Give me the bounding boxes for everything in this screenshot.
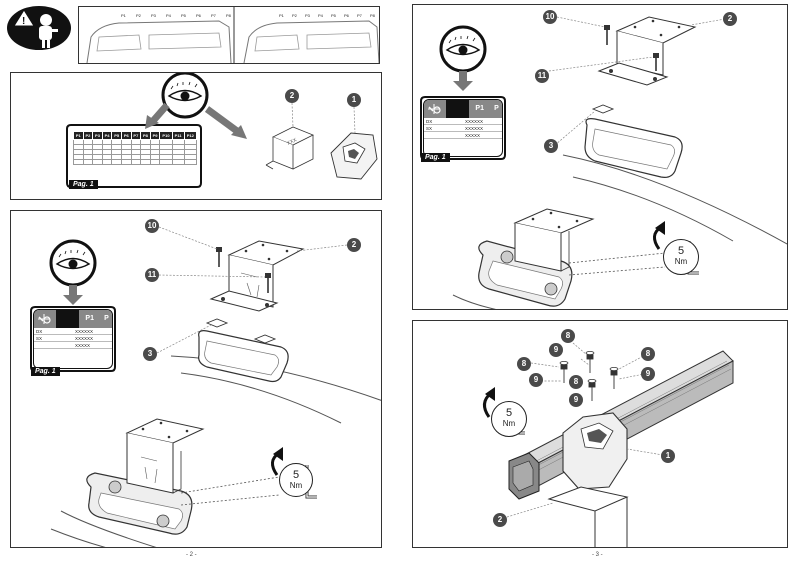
- callout-number: 11: [535, 69, 549, 83]
- callout-number: 8: [569, 375, 583, 389]
- card-cell: SX: [426, 126, 433, 131]
- callout-number: 8: [641, 347, 655, 361]
- vehicle-strip: P1 P2 P3 P4 P5 P6 P7 P8 P1 P2 P3 P4 P5 P…: [78, 6, 380, 64]
- card-cell: DX: [426, 119, 433, 124]
- page-reference-tag: Pag. 1: [31, 367, 60, 376]
- card-icon-cell: [428, 100, 469, 118]
- vehicle-label: P5: [331, 13, 336, 18]
- callout-number: 1: [661, 449, 675, 463]
- torque-unit: Nm: [674, 257, 688, 266]
- vehicle-position-card: P1 P DX XXXXXX SX XXXXXX XXXXX: [423, 99, 503, 157]
- card-icon-cell: [38, 310, 79, 328]
- table-header: P1: [73, 131, 84, 140]
- callout-number: 9: [549, 343, 563, 357]
- card-header: P1: [78, 310, 101, 328]
- right-top-panel: P1 P DX XXXXXX SX XXXXXX XXXXX Pag. 1 10…: [412, 4, 788, 310]
- callout-number: 8: [561, 329, 575, 343]
- table-header: P4: [101, 131, 113, 140]
- table-header: P12: [183, 131, 198, 140]
- torque-badge: 5 Nm: [663, 239, 699, 275]
- warning-badge: !: [6, 4, 72, 52]
- vehicle-label: P7: [211, 13, 216, 18]
- callout-number: 9: [641, 367, 655, 381]
- callout-number: 2: [347, 238, 361, 252]
- card-cell: [34, 342, 73, 348]
- table-header: P2: [82, 131, 94, 140]
- table-header: P10: [159, 131, 173, 140]
- table-header: P6: [120, 131, 132, 140]
- card-cell: XXXXX: [465, 133, 481, 138]
- torque-unit: Nm: [502, 419, 516, 428]
- page-number: - 3 -: [592, 552, 603, 558]
- callout-number: 9: [529, 373, 543, 387]
- page-reference-tag: Pag. 1: [69, 180, 98, 189]
- card-cell: XXXXXX: [465, 126, 484, 131]
- svg-text:!: !: [22, 16, 25, 27]
- vehicle-label: P1: [279, 13, 284, 18]
- left-bottom-panel: P1 P DX XXXXXX SX XXXXXX XXXXX Pag. 1 10…: [10, 210, 382, 548]
- vehicle-label: P2: [136, 13, 141, 18]
- card-cell: XXXXX: [75, 343, 91, 348]
- card-cell: XXXXXX: [75, 329, 94, 334]
- vehicle-label: P2: [292, 13, 297, 18]
- left-top-panel: P1 P2 P3 P4 P5 P6 P7 P8 P9 P10 P11 P12 P…: [10, 72, 382, 200]
- vehicle-label: P8: [370, 13, 375, 18]
- page-number: - 2 -: [186, 552, 197, 558]
- table-header: P7: [130, 131, 142, 140]
- card-cell: DX: [36, 329, 43, 334]
- callout-number: 9: [569, 393, 583, 407]
- vehicle-label: P4: [318, 13, 323, 18]
- card-cell: SX: [36, 336, 43, 341]
- card-header: P1: [468, 100, 491, 118]
- torque-badge: 5 Nm: [491, 401, 527, 437]
- vehicle-label: P1: [121, 13, 126, 18]
- table-header: P11: [171, 131, 185, 140]
- card-cell: XXXXXX: [465, 119, 484, 124]
- vehicle-label: P4: [166, 13, 171, 18]
- callout-number: 10: [543, 10, 557, 24]
- vehicle-position-card: P1 P DX XXXXXX SX XXXXXX XXXXX: [33, 309, 113, 369]
- table-header: P3: [92, 131, 103, 140]
- callout-number: 2: [285, 89, 299, 103]
- callout-number: 8: [517, 357, 531, 371]
- callout-number: 10: [145, 219, 159, 233]
- callout-number: 3: [143, 347, 157, 361]
- card-cell: XXXXXX: [75, 336, 94, 341]
- torque-value: 5: [505, 407, 513, 419]
- vehicle-label: P3: [305, 13, 310, 18]
- callout-number: 2: [723, 12, 737, 26]
- callout-number: 1: [347, 93, 361, 107]
- card-header: P: [100, 310, 112, 328]
- callout-number: 2: [493, 513, 507, 527]
- vehicle-label: P6: [196, 13, 201, 18]
- callout-number: 3: [544, 139, 558, 153]
- torque-value: 5: [292, 469, 300, 481]
- page-reference-tag: Pag. 1: [421, 153, 450, 162]
- right-bottom-panel: 8 9 8 9 8 9 8 9 1 2 5 Nm: [412, 320, 788, 548]
- card-cell: [424, 132, 463, 138]
- vehicle-label: P7: [357, 13, 362, 18]
- vehicle-label: P5: [181, 13, 186, 18]
- vehicle-label: P8: [226, 13, 231, 18]
- warning-triangle-icon: !: [7, 6, 71, 50]
- torque-value: 5: [677, 245, 685, 257]
- torque-unit: Nm: [289, 481, 303, 490]
- vehicle-position-table: P1 P2 P3 P4 P5 P6 P7 P8 P9 P10 P11 P12: [73, 131, 198, 165]
- card-header: P: [490, 100, 502, 118]
- torque-badge: 5 Nm: [279, 463, 313, 497]
- callout-number: 11: [145, 268, 159, 282]
- tool-icon: [428, 106, 441, 114]
- table-header: P8: [140, 131, 151, 140]
- vehicle-label: P3: [151, 13, 156, 18]
- table-header: P5: [111, 131, 122, 140]
- table-header: P9: [149, 131, 161, 140]
- tool-icon: [38, 316, 51, 324]
- vehicle-label: P6: [344, 13, 349, 18]
